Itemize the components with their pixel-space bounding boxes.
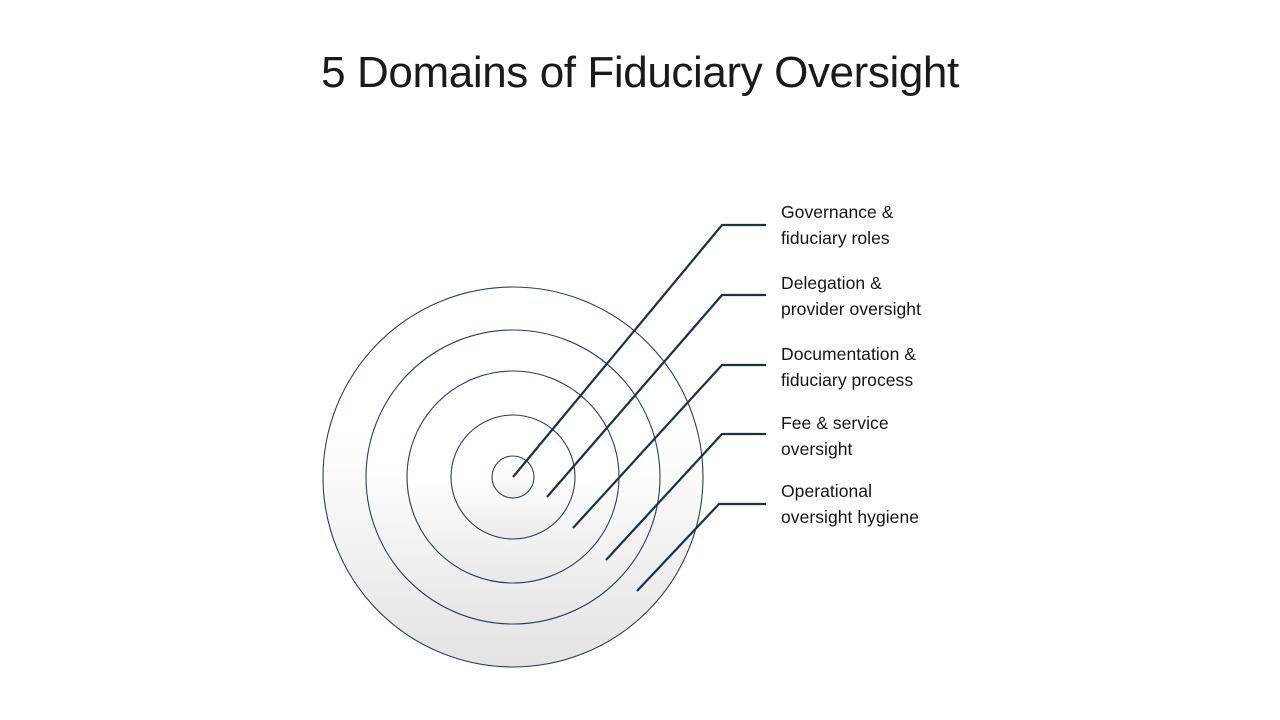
domain-label-documentation-fiduciary-process: Documentation & fiduciary process	[781, 344, 916, 390]
domain-label-operational-oversight-hygiene: Operational oversight hygiene	[781, 481, 920, 527]
page-title: 5 Domains of Fiduciary Oversight	[321, 48, 959, 97]
leader-line-documentation-fiduciary-process	[572, 363, 766, 529]
leader-line-operational-oversight-hygiene	[636, 502, 766, 592]
leader-line-governance-fiduciary-roles	[512, 223, 766, 478]
leader-line-delegation-provider-oversight	[546, 293, 766, 498]
leader-line-fee-service-oversight	[605, 432, 766, 561]
domain-label-governance-fiduciary-roles: Governance & fiduciary roles	[781, 202, 894, 248]
leader-line-group	[512, 223, 766, 592]
domain-label-fee-service-oversight: Fee & service oversight	[781, 413, 889, 459]
domain-label-delegation-provider-oversight: Delegation & provider oversight	[781, 273, 921, 319]
